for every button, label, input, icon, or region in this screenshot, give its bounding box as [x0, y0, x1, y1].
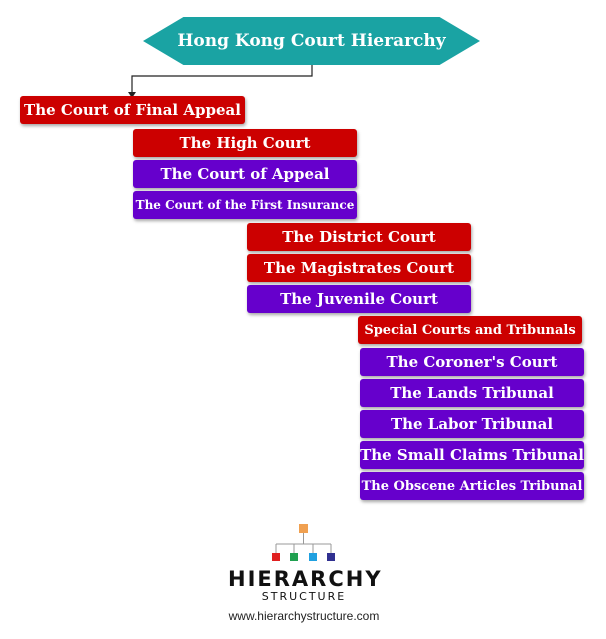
- diagram-title: Hong Kong Court Hierarchy: [143, 17, 480, 65]
- node-label: The Court of the First Insurance: [135, 198, 355, 212]
- node-magistrates-court: The Magistrates Court: [247, 254, 471, 282]
- node-small-claims-tribunal: The Small Claims Tribunal: [360, 441, 584, 469]
- logo-wordmark: HIERARCHY: [228, 567, 383, 591]
- logo-url: www.hierarchystructure.com: [228, 609, 380, 623]
- node-label: The District Court: [282, 228, 436, 246]
- node-label: The Obscene Articles Tribunal: [361, 478, 583, 494]
- node-label: The Magistrates Court: [263, 259, 455, 277]
- node-lands-tribunal: The Lands Tribunal: [360, 379, 584, 407]
- hierarchy-tree-icon: [272, 524, 335, 561]
- node-label: Special Courts and Tribunals: [364, 322, 576, 338]
- diagram-title-text: Hong Kong Court Hierarchy: [177, 31, 446, 51]
- node-court-of-final-appeal: The Court of Final Appeal: [20, 96, 245, 124]
- node-label: The Court of Appeal: [160, 165, 330, 183]
- node-label: The Lands Tribunal: [390, 384, 554, 402]
- node-district-court: The District Court: [247, 223, 471, 251]
- node-label: The Small Claims Tribunal: [360, 446, 584, 464]
- node-labor-tribunal: The Labor Tribunal: [360, 410, 584, 438]
- node-high-court: The High Court: [133, 129, 357, 157]
- node-label: The Juvenile Court: [280, 290, 438, 308]
- node-court-of-first-insurance: The Court of the First Insurance: [133, 191, 357, 219]
- node-label: The Court of Final Appeal: [24, 101, 241, 119]
- logo-subtitle: STRUCTURE: [261, 590, 347, 603]
- node-label: The Labor Tribunal: [390, 415, 554, 433]
- node-coroners-court: The Coroner's Court: [360, 348, 584, 376]
- node-special-courts-and-tribunals: Special Courts and Tribunals: [358, 316, 582, 344]
- node-juvenile-court: The Juvenile Court: [247, 285, 471, 313]
- node-label: The Coroner's Court: [386, 353, 558, 371]
- node-label: The High Court: [179, 134, 311, 152]
- hierarchy-structure-logo: HIERARCHY STRUCTURE www.hierarchystructu…: [228, 522, 383, 623]
- node-court-of-appeal: The Court of Appeal: [133, 160, 357, 188]
- node-obscene-articles-tribunal: The Obscene Articles Tribunal: [360, 472, 584, 500]
